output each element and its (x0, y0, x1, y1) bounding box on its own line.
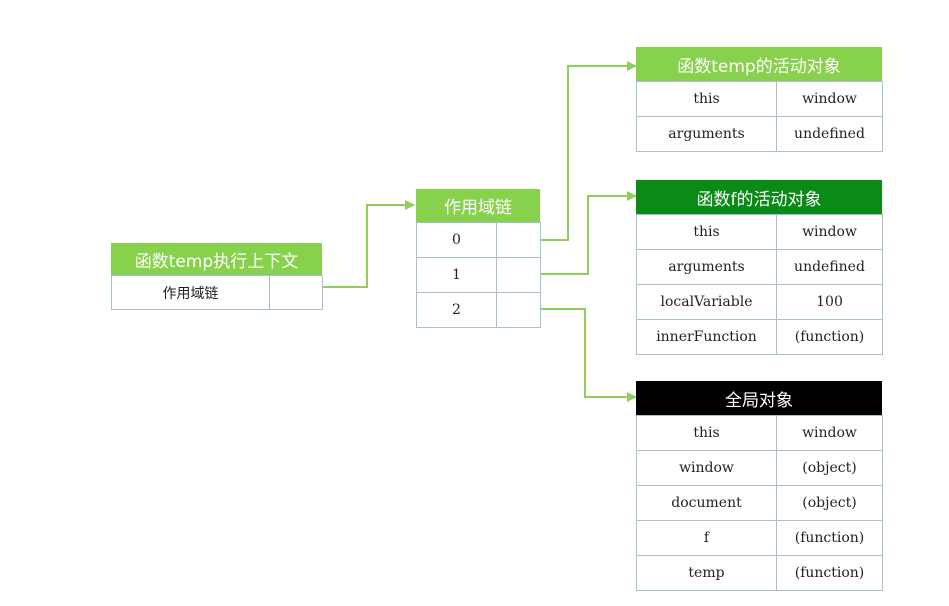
scope-pointer-cell (496, 222, 541, 258)
execution-context-table: 作用域链 (111, 275, 323, 310)
arrow-scope-0-to-temp-activation (540, 61, 637, 241)
property-value: window (776, 81, 883, 117)
scope-chain: 作用域链 0 1 2 (416, 189, 541, 328)
scope-pointer-cell (496, 292, 541, 328)
scope-index: 0 (416, 222, 497, 258)
property-value: window (776, 214, 883, 250)
property-value: 100 (776, 284, 883, 320)
scope-chain-row: 2 (416, 292, 541, 328)
property-key: this (636, 81, 777, 117)
property-value: (object) (776, 485, 883, 521)
arrow-scope-2-to-global-object (540, 308, 637, 402)
property-value: undefined (776, 249, 883, 285)
property-key: window (636, 450, 777, 486)
scope-index: 2 (416, 292, 497, 328)
table-row: this window (636, 81, 883, 117)
execution-context-title: 函数temp执行上下文 (111, 243, 322, 275)
scope-chain-pointer-cell (269, 275, 323, 310)
table-row: localVariable 100 (636, 284, 883, 320)
f-activation-title: 函数f的活动对象 (636, 180, 882, 214)
property-key: arguments (636, 116, 777, 152)
global-object-table: this window window (object) document (ob… (636, 415, 883, 591)
property-value: (function) (776, 520, 883, 556)
table-row: this window (636, 415, 883, 451)
property-value: (object) (776, 450, 883, 486)
temp-activation-title: 函数temp的活动对象 (636, 47, 882, 81)
table-row: temp (function) (636, 555, 883, 591)
property-value: (function) (776, 555, 883, 591)
property-key: this (636, 415, 777, 451)
execution-context: 函数temp执行上下文 作用域链 (111, 243, 323, 310)
property-key: temp (636, 555, 777, 591)
property-key: document (636, 485, 777, 521)
property-value: undefined (776, 116, 883, 152)
property-value: (function) (776, 319, 883, 355)
scope-chain-row: 1 (416, 257, 541, 293)
global-object: 全局对象 this window window (object) documen… (636, 381, 883, 591)
arrow-context-to-scope-chain (322, 200, 415, 288)
scope-index: 1 (416, 257, 497, 293)
scope-chain-title: 作用域链 (416, 189, 540, 222)
scope-chain-table: 0 1 2 (416, 222, 541, 328)
scope-chain-row: 0 (416, 222, 541, 258)
property-key: innerFunction (636, 319, 777, 355)
table-row: arguments undefined (636, 249, 883, 285)
temp-activation-table: this window arguments undefined (636, 81, 883, 152)
temp-activation-object: 函数temp的活动对象 this window arguments undefi… (636, 47, 883, 152)
scope-chain-label: 作用域链 (111, 275, 270, 310)
property-key: f (636, 520, 777, 556)
property-key: this (636, 214, 777, 250)
property-key: localVariable (636, 284, 777, 320)
table-row: this window (636, 214, 883, 250)
global-object-title: 全局对象 (636, 381, 882, 415)
table-row: f (function) (636, 520, 883, 556)
table-row: window (object) (636, 450, 883, 486)
arrow-scope-1-to-f-activation (540, 191, 637, 275)
table-row: document (object) (636, 485, 883, 521)
f-activation-object: 函数f的活动对象 this window arguments undefined… (636, 180, 883, 355)
property-key: arguments (636, 249, 777, 285)
property-value: window (776, 415, 883, 451)
table-row: innerFunction (function) (636, 319, 883, 355)
f-activation-table: this window arguments undefined localVar… (636, 214, 883, 355)
scope-pointer-cell (496, 257, 541, 293)
table-row: arguments undefined (636, 116, 883, 152)
